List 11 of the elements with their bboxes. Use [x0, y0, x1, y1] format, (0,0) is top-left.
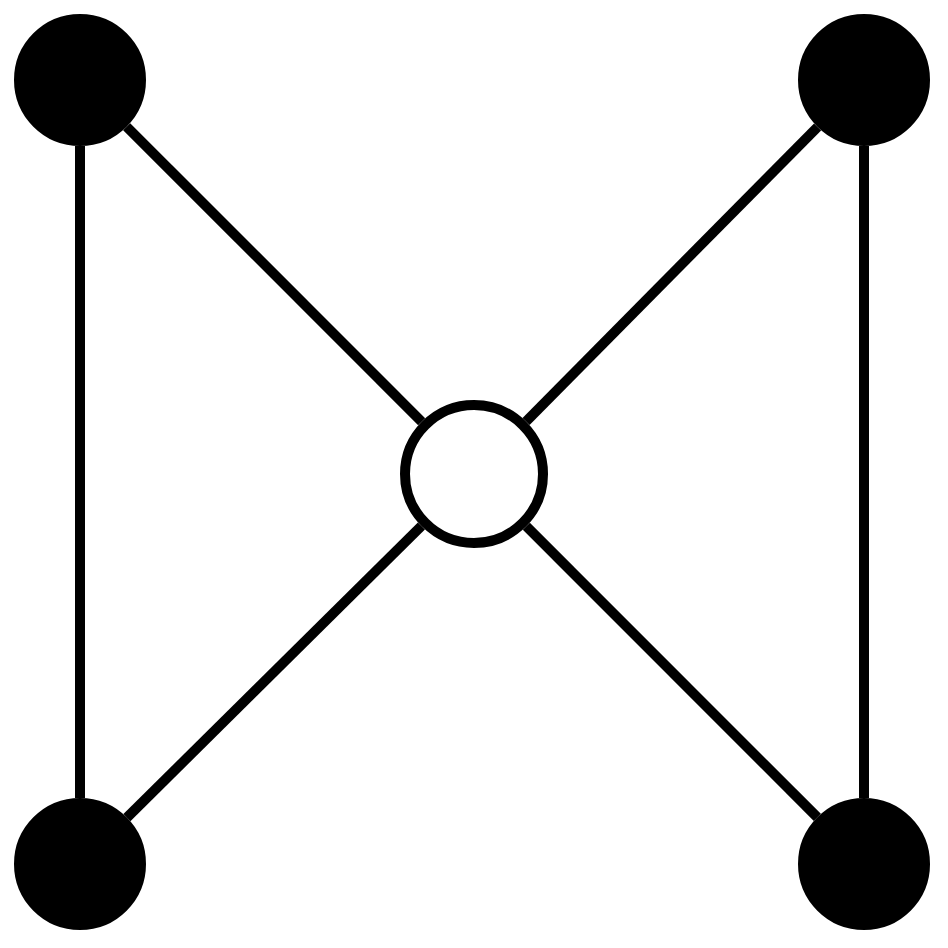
- line: [522, 522, 821, 821]
- line: [123, 123, 426, 426]
- line: [522, 123, 822, 425]
- line: [75, 146, 85, 798]
- line: [859, 146, 869, 798]
- hollow-circle: [400, 400, 548, 548]
- line: [123, 522, 425, 822]
- filled-circle: [14, 14, 146, 146]
- filled-circle: [14, 798, 146, 930]
- filled-circle: [798, 798, 930, 930]
- filled-circle: [798, 14, 930, 146]
